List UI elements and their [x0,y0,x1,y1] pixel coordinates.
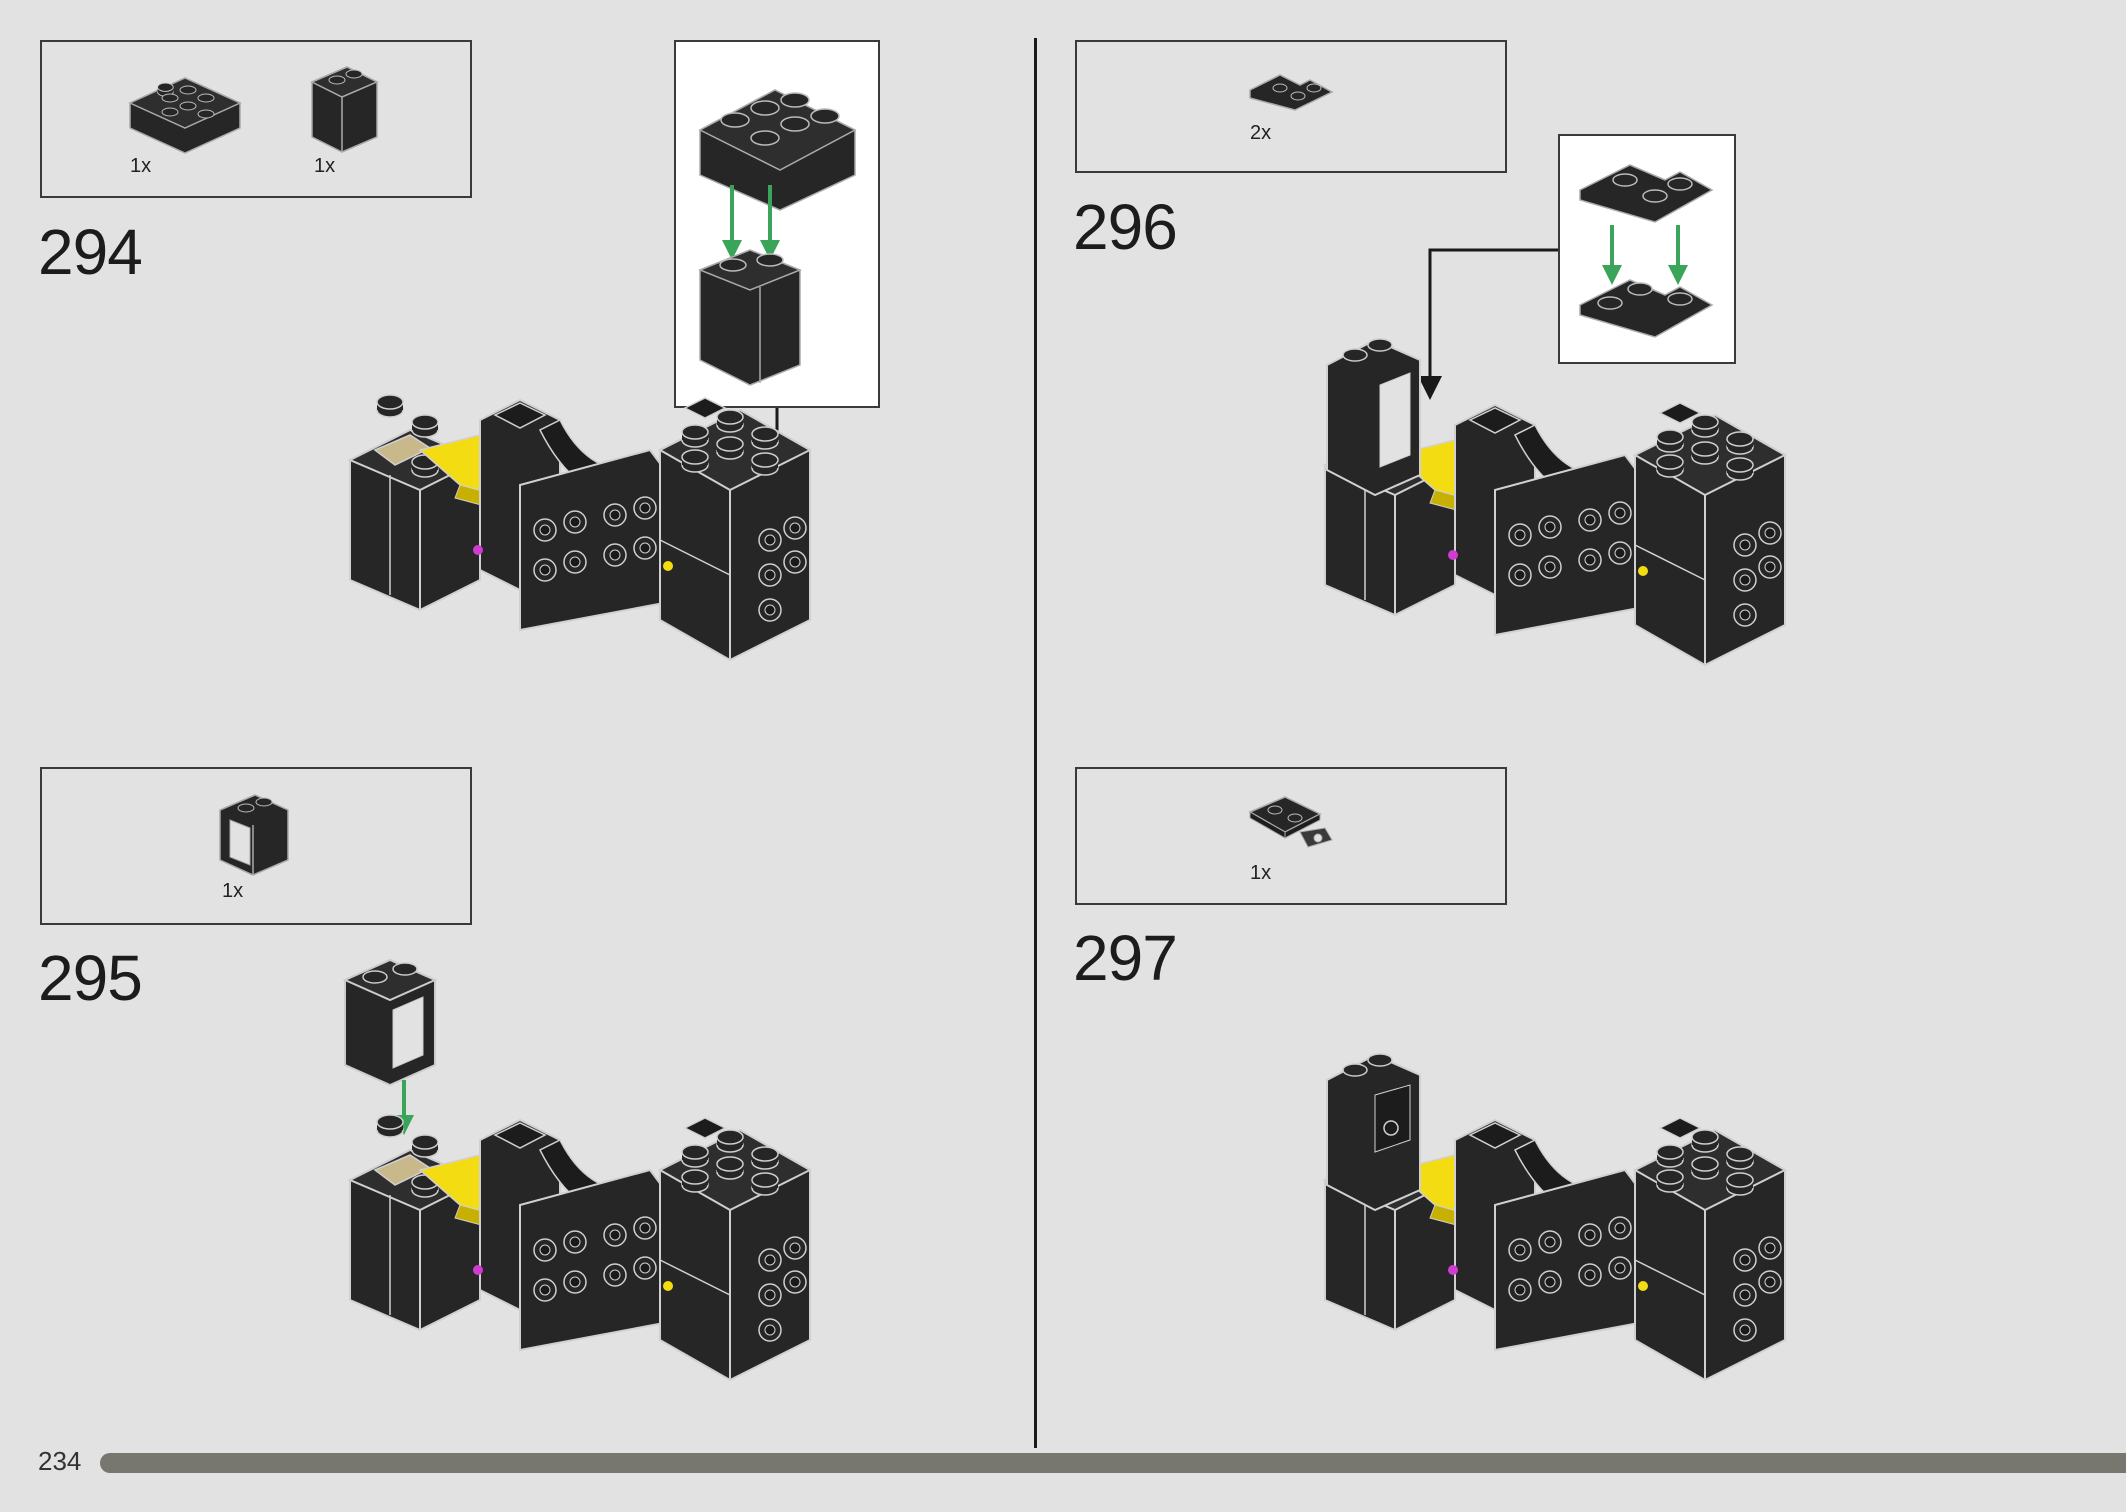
down-arrow-icon [1602,225,1688,285]
step-number: 294 [38,216,143,288]
brick-1x2-tall-icon [697,249,803,386]
model-assembly-icon [1325,338,1805,725]
page-divider [1034,38,1037,1448]
down-arrow-icon [722,185,780,260]
model-assembly-icon [350,1110,820,1440]
part-qty: 1x [130,155,152,177]
brick-2x3-icon [128,77,242,154]
part-qty: 1x [222,880,244,902]
step-number: 295 [38,942,143,1014]
part-qty: 2x [1250,122,1272,144]
model-assembly-icon [1325,1053,1805,1440]
step-number: 296 [1073,191,1178,263]
progress-bar [100,1453,2126,1473]
step-number: 297 [1073,922,1178,994]
corner-plate-icon [1249,74,1334,111]
tile-with-clip-icon [1248,796,1333,848]
brick-1x2-tall-icon [310,66,379,153]
brick-2x3-icon [698,89,857,211]
part-qty: 1x [314,155,336,177]
window-frame-icon [219,794,289,876]
connector-arrow-icon [1418,248,1558,400]
parts-box-294 [40,40,472,198]
window-frame-icon [342,958,438,1087]
part-qty: 1x [1250,862,1272,884]
parts-box-297 [1075,767,1507,905]
model-assembly-icon [350,390,820,720]
page-number: 234 [38,1446,82,1476]
corner-plate-icon [1579,164,1714,223]
corner-plate-icon [1579,279,1714,338]
